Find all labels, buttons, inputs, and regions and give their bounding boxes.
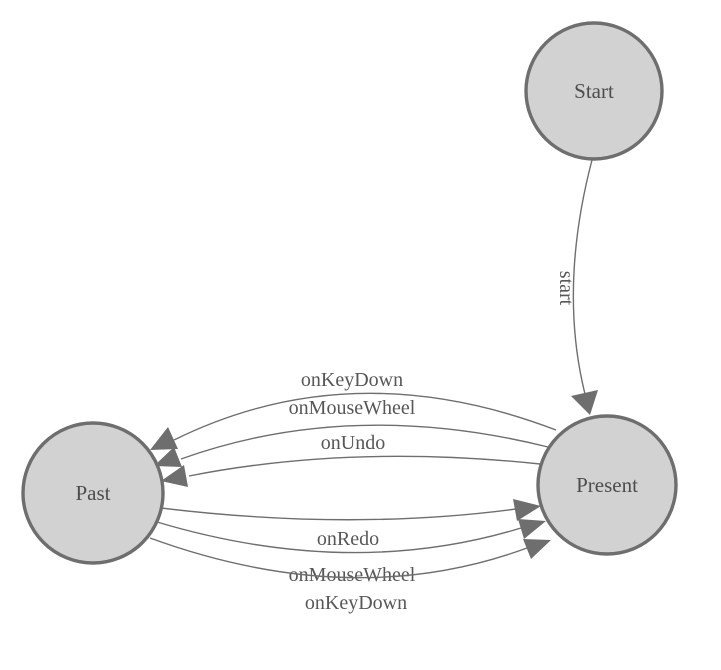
node-present: Present <box>536 414 678 556</box>
edge-past-to-present-onmousewheel: onMouseWheel <box>156 519 546 586</box>
edge-label-onundo: onUndo <box>321 432 385 454</box>
arrowhead-icon <box>518 519 546 539</box>
edge-line <box>149 537 528 579</box>
arrowhead-icon <box>150 427 178 450</box>
edge-present-to-past-onundo: onUndo <box>161 432 541 487</box>
edge-label-onkeydown-bottom: onKeyDown <box>305 592 407 614</box>
edge-line <box>160 507 517 521</box>
arrowhead-icon <box>154 447 182 467</box>
node-past: Past <box>21 421 165 565</box>
edge-label-onredo: onRedo <box>317 528 379 550</box>
node-present-circle <box>536 414 678 556</box>
edge-past-to-present-onkeydown: onKeyDown <box>149 537 551 614</box>
node-start: Start <box>524 21 664 161</box>
node-start-label: Start <box>574 79 614 103</box>
node-present-label: Present <box>576 473 638 497</box>
arrowhead-icon <box>523 539 551 559</box>
arrowhead-icon <box>571 390 598 415</box>
edge-label-onkeydown-top: onKeyDown <box>301 369 403 391</box>
edge-start-to-present: start <box>555 159 598 415</box>
edge-present-to-past-onkeydown: onKeyDown <box>150 369 557 450</box>
edge-label-onmousewheel-top: onMouseWheel <box>289 397 416 419</box>
edge-label-onmousewheel-bottom: onMouseWheel <box>289 564 416 586</box>
edge-line <box>173 392 557 441</box>
edge-past-to-present-onredo: onRedo <box>160 499 541 550</box>
edge-label-start: start <box>555 271 577 306</box>
node-start-circle <box>524 21 664 161</box>
arrowhead-icon <box>513 499 541 521</box>
edge-line <box>572 159 593 399</box>
node-past-circle <box>21 421 165 565</box>
node-past-label: Past <box>75 481 110 505</box>
edge-line <box>180 424 549 460</box>
edge-present-to-past-onmousewheel: onMouseWheel <box>154 397 549 467</box>
arrowhead-icon <box>161 465 188 487</box>
edge-line <box>188 455 541 477</box>
edge-line <box>156 521 522 554</box>
